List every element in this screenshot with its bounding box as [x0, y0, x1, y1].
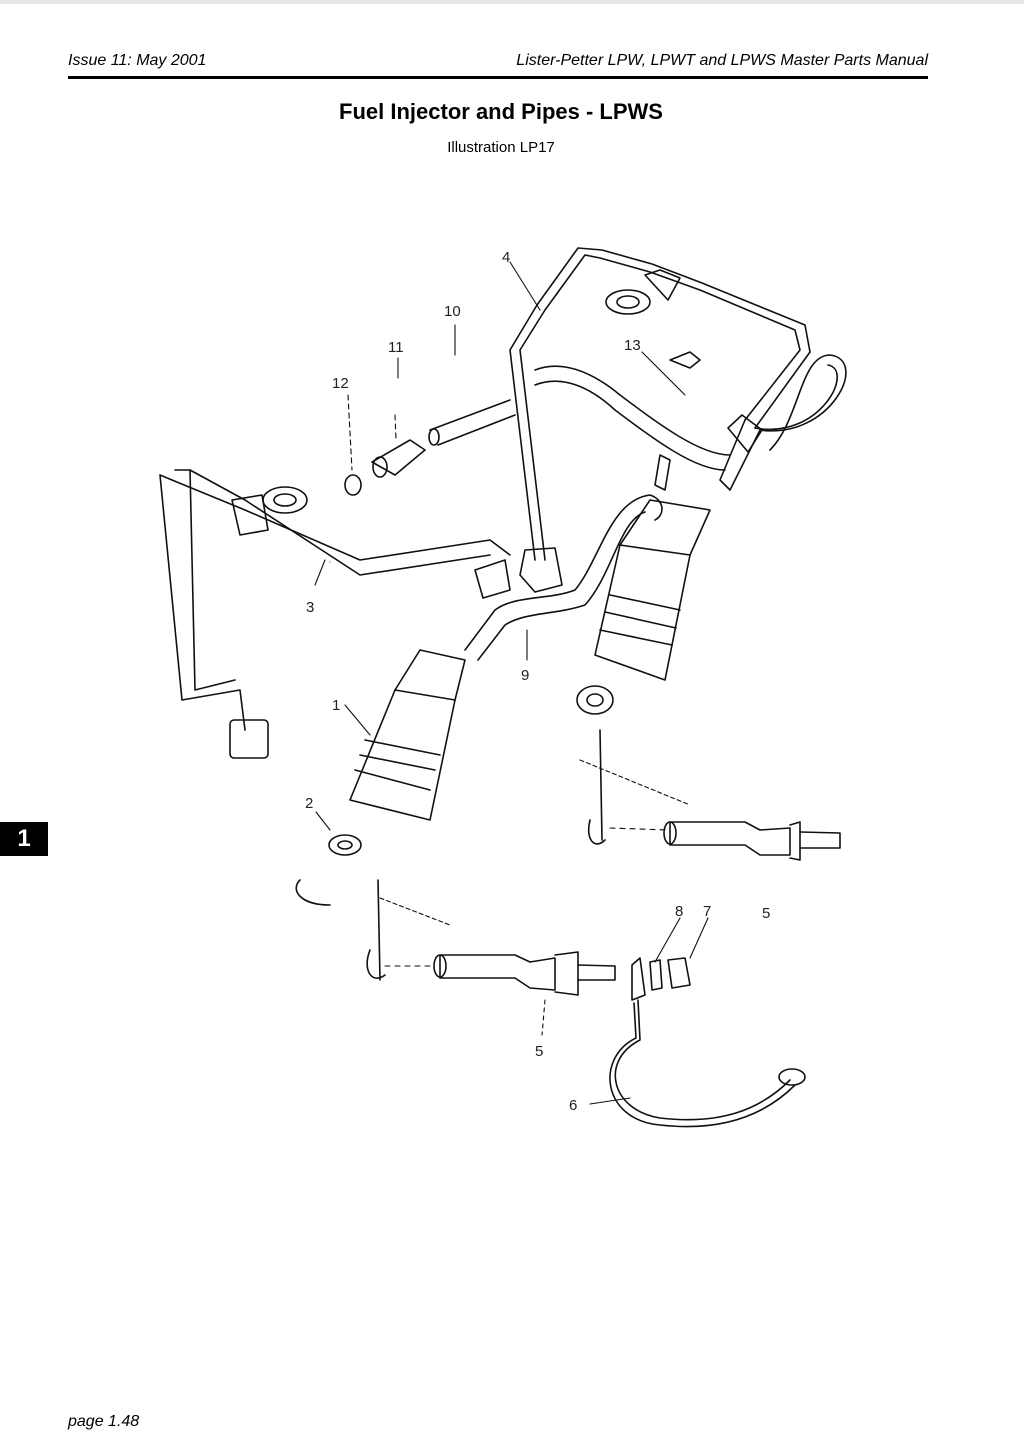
callout-10: 10: [444, 303, 461, 320]
fuel-pipe-3: [159, 469, 511, 759]
callout-2: 2: [305, 795, 313, 812]
callout-11: 11: [388, 339, 404, 356]
callout-6: 6: [569, 1097, 577, 1114]
manual-title: Lister-Petter LPW, LPWT and LPWS Master …: [516, 52, 928, 69]
callout-5-upper: 5: [762, 905, 770, 922]
page-title: Fuel Injector and Pipes - LPWS: [339, 99, 663, 124]
callout-8: 8: [675, 903, 683, 920]
glow-plug-lower: [295, 879, 616, 996]
fuel-pipe-10-and-fittings: [344, 399, 516, 496]
callout-13: 13: [624, 337, 641, 354]
callout-9: 9: [521, 667, 529, 684]
callout-12: 12: [332, 375, 349, 392]
injector-right: [576, 499, 711, 715]
fuel-pipe-4: [509, 247, 847, 593]
header-rule: [68, 76, 928, 79]
callout-7: 7: [703, 903, 711, 920]
top-border: [0, 0, 1024, 4]
issue-date: Issue 11: May 2001: [68, 52, 207, 69]
leak-off-pipe-9: [464, 351, 731, 661]
glow-plug-upper: [587, 729, 841, 861]
callout-3: 3: [306, 599, 314, 616]
leader-lines: [314, 261, 709, 1105]
section-tab: 1: [0, 822, 48, 856]
illustration-ref: Illustration LP17: [447, 139, 555, 156]
page-number: page 1.48: [68, 1413, 140, 1430]
callout-1: 1: [332, 697, 340, 714]
injector-left: [328, 649, 466, 856]
callout-4: 4: [502, 249, 510, 266]
callout-5-lower: 5: [535, 1043, 543, 1060]
glow-plug-cable-6: [609, 957, 806, 1128]
